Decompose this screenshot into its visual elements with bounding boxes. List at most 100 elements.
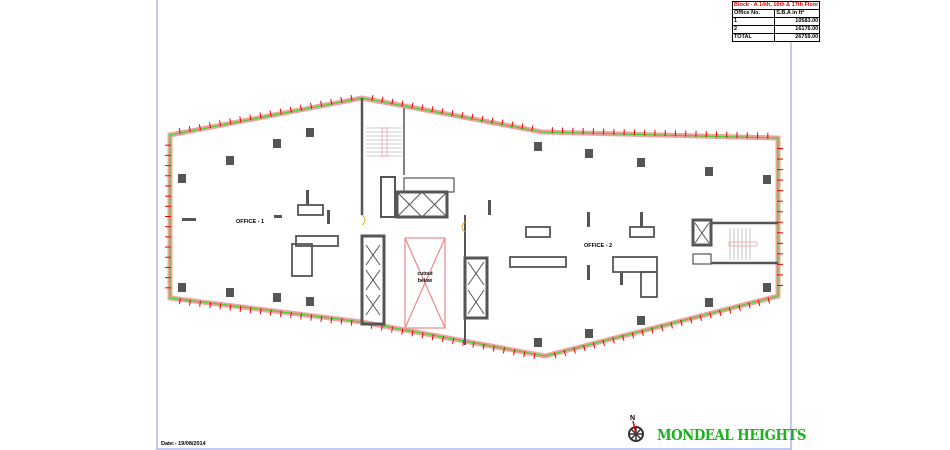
mullion: [482, 343, 485, 350]
mullion: [748, 302, 751, 309]
mullion: [757, 299, 761, 306]
mullion: [651, 327, 654, 334]
mullion: [299, 104, 303, 111]
mullion: [188, 126, 191, 133]
facade-outline: [165, 94, 783, 360]
column: [637, 316, 645, 325]
office-no: 2: [731, 25, 776, 34]
col-sba: S.B.A in ft²: [774, 9, 821, 18]
wall-segment: [620, 273, 623, 285]
mullion: [513, 349, 516, 356]
mullion: [709, 312, 712, 319]
mullion: [699, 314, 703, 321]
mullion: [592, 342, 596, 349]
mullion: [239, 305, 242, 312]
mullion: [391, 326, 394, 333]
mullion: [350, 94, 353, 102]
mullion: [441, 336, 445, 343]
mullion: [239, 116, 242, 123]
mullion: [310, 314, 313, 321]
date-label: Date:- 19/08/2014: [161, 441, 206, 447]
mullion: [531, 125, 534, 132]
office-no: 1: [731, 17, 776, 26]
brand-logo: MONDEAL HEIGHTS: [657, 426, 807, 444]
sba-value: 16176.00: [774, 25, 821, 34]
mullion: [340, 318, 343, 325]
mullion: [350, 319, 353, 326]
mullion: [502, 347, 506, 354]
mullion: [279, 108, 282, 115]
mullion: [521, 123, 524, 130]
column: [226, 288, 234, 297]
staircase-north: [366, 127, 402, 157]
column: [534, 338, 542, 347]
mullion: [320, 315, 323, 322]
column: [306, 128, 314, 137]
mullion: [511, 121, 514, 128]
wall-segment: [640, 212, 643, 227]
mullion: [381, 96, 384, 103]
mullion: [533, 353, 536, 360]
mullion: [411, 102, 414, 109]
mullion: [178, 298, 181, 305]
office-2-label: OFFICE - 2: [584, 243, 612, 249]
mullion: [573, 347, 576, 354]
mullion: [310, 102, 313, 109]
column: [705, 167, 713, 176]
columns: [178, 128, 771, 347]
mullion: [320, 100, 323, 107]
mullion: [553, 352, 557, 359]
column: [637, 158, 645, 167]
mullion: [290, 312, 292, 319]
mullion: [330, 98, 333, 105]
mullion: [391, 98, 394, 105]
mullion: [208, 122, 212, 129]
mullion: [471, 113, 474, 120]
mullion: [249, 307, 252, 314]
mullion: [631, 332, 635, 339]
column: [178, 174, 186, 183]
column: [178, 283, 186, 292]
cutout-label-line2: below: [418, 278, 432, 284]
mullion: [371, 94, 374, 101]
core: [360, 98, 489, 345]
mullion: [670, 322, 673, 329]
mullion: [719, 309, 722, 316]
mullion: [269, 309, 272, 316]
wall-segment: [488, 200, 491, 215]
mullion: [738, 304, 741, 311]
wall-segment: [327, 210, 330, 224]
cutout-label-line1: cutout: [417, 271, 433, 277]
mullion: [461, 111, 464, 118]
mullion: [380, 324, 384, 331]
mullion: [411, 330, 414, 337]
column: [226, 156, 234, 165]
mullion: [451, 109, 454, 117]
wall-segment: [587, 265, 590, 280]
mullion: [728, 307, 732, 314]
mullion: [229, 118, 232, 125]
mullion: [689, 317, 693, 324]
mullion: [178, 128, 181, 135]
wall-segment: [306, 190, 309, 205]
mullion: [421, 332, 424, 339]
mullion: [219, 120, 222, 127]
mullion: [289, 106, 292, 113]
total-label: TOTAL: [731, 33, 776, 42]
mullion: [259, 112, 262, 119]
column: [273, 293, 281, 302]
mullion: [767, 297, 771, 304]
column: [763, 283, 771, 292]
mullion: [583, 344, 586, 351]
mullion: [452, 337, 455, 345]
mullion: [401, 100, 404, 107]
mullion: [249, 114, 252, 121]
mullion: [209, 301, 212, 309]
mullion: [481, 115, 484, 122]
mullion: [269, 110, 272, 117]
mullion: [198, 124, 201, 131]
wall-segment: [274, 215, 282, 218]
